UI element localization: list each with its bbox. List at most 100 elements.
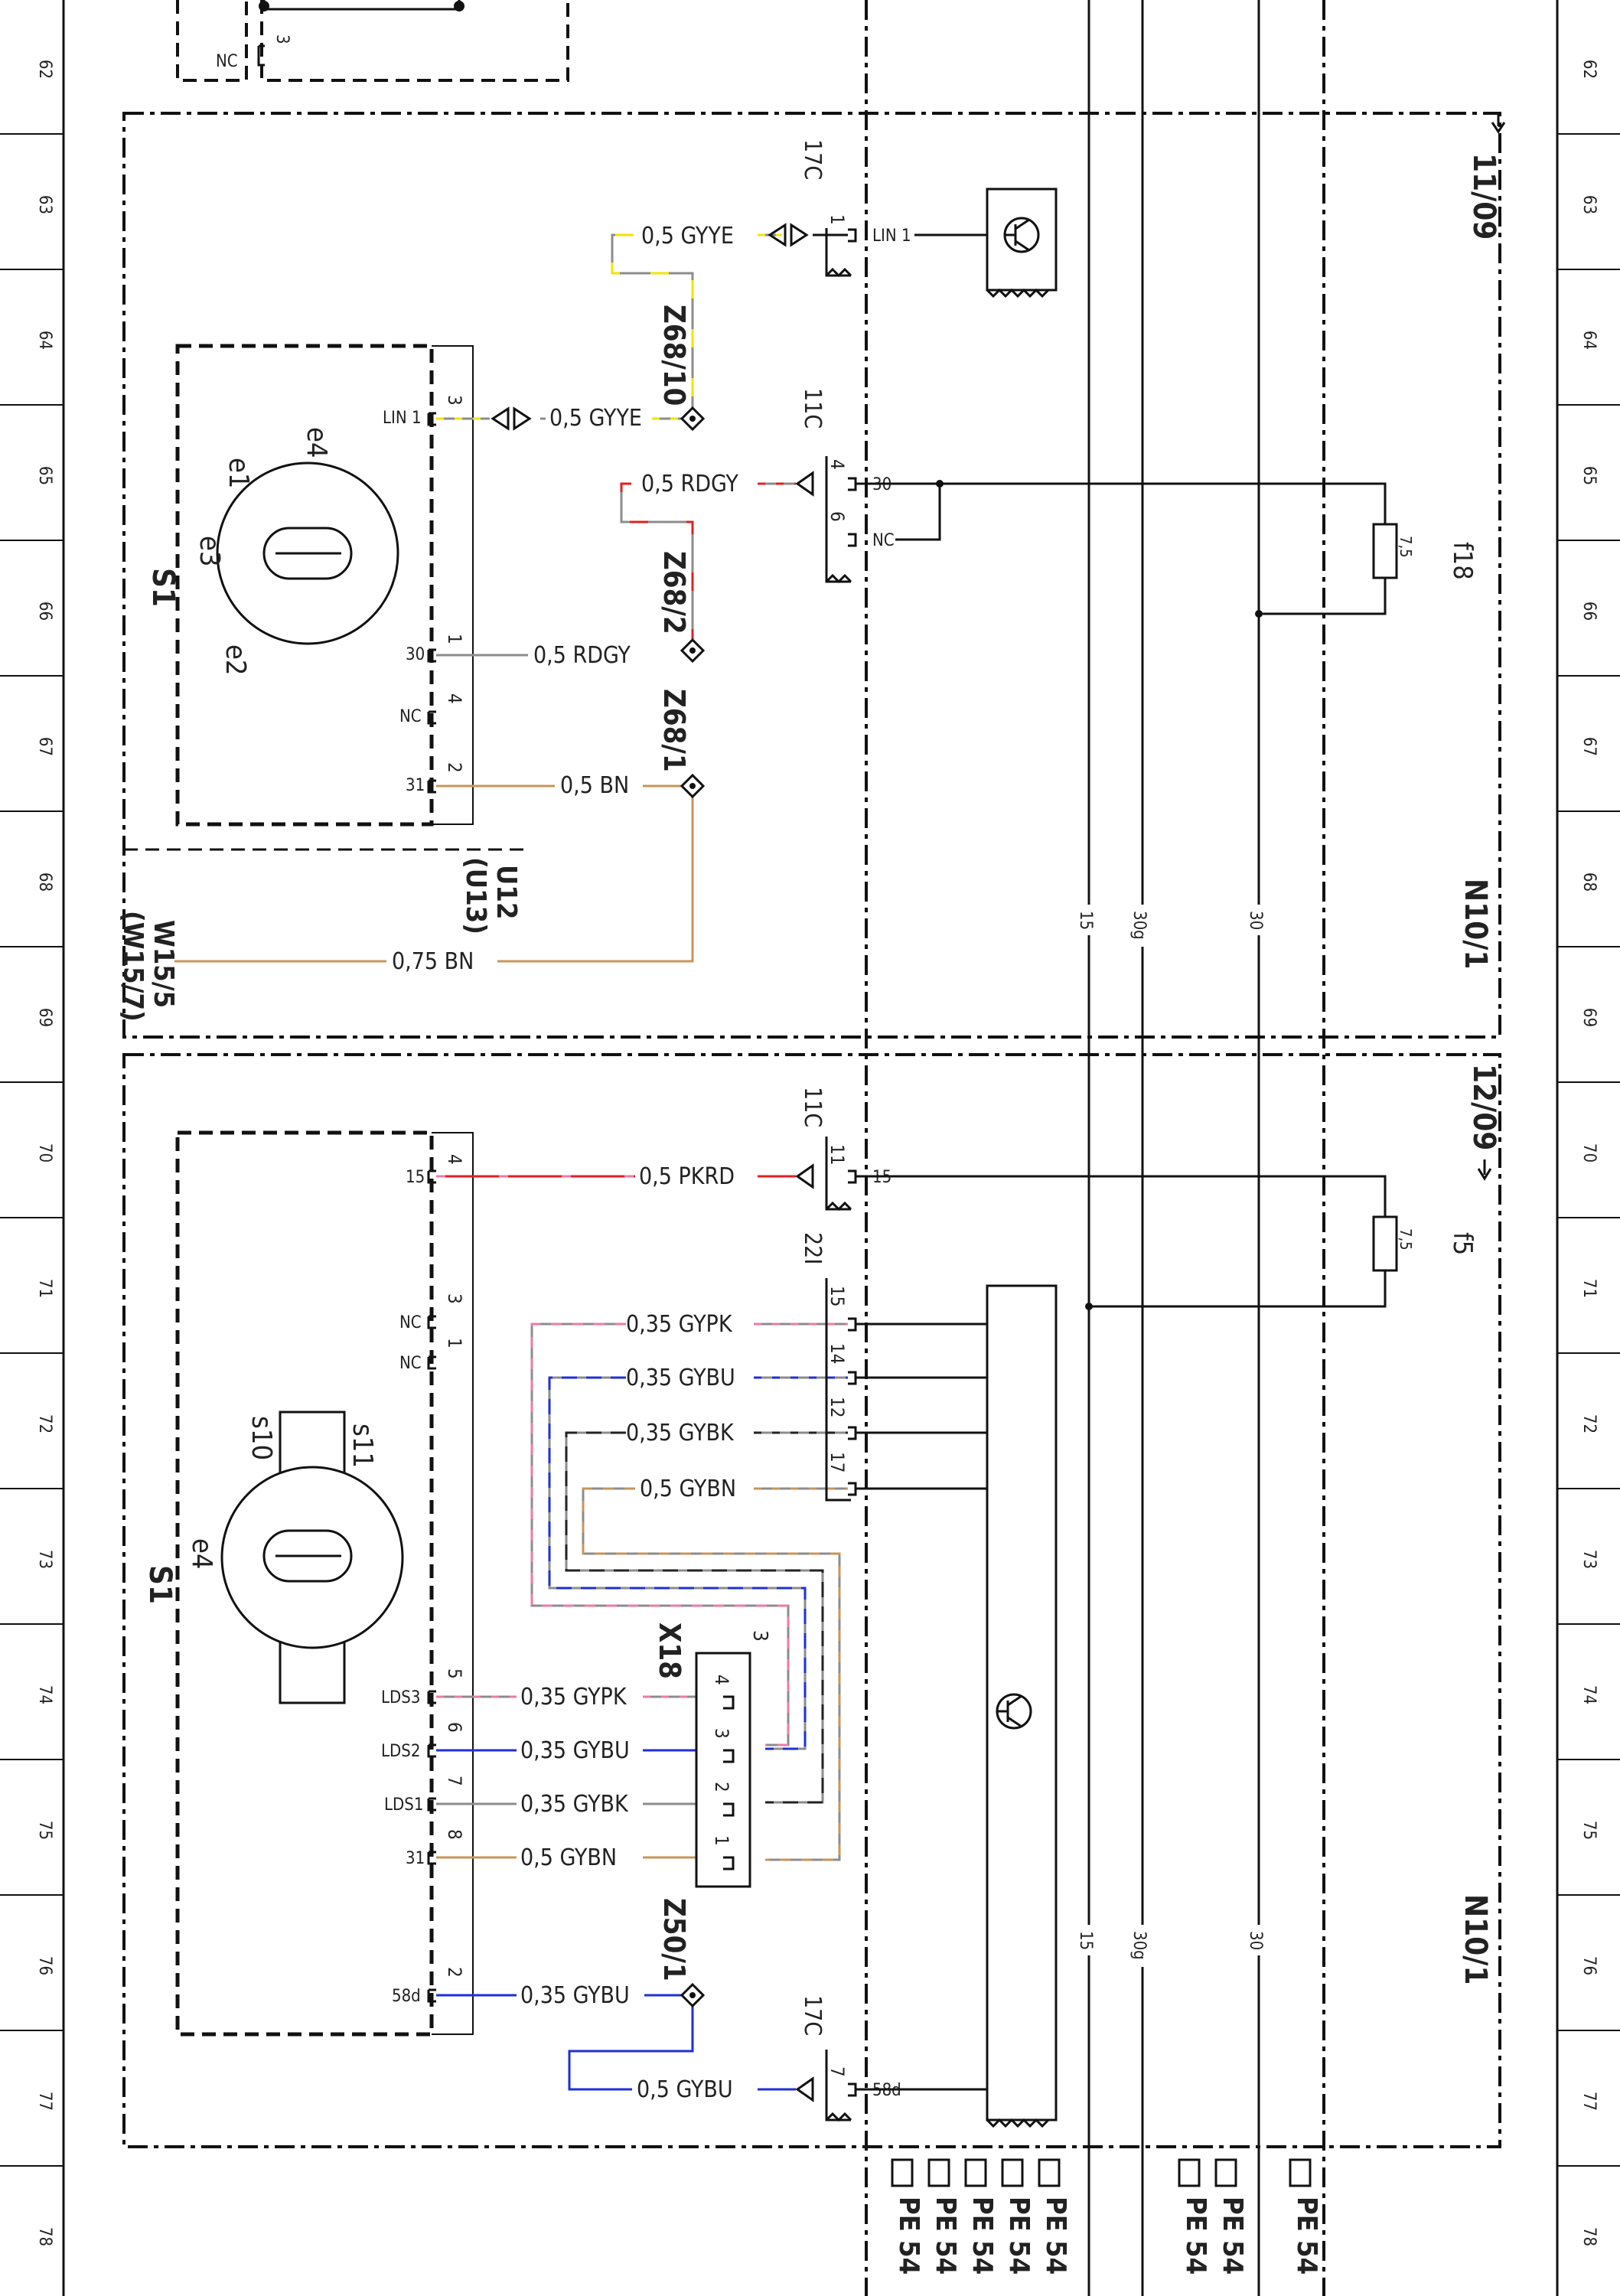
wire-label: 0,35 GYBU xyxy=(626,1365,735,1391)
upper-module-connectors xyxy=(825,228,857,584)
crossref-label: 11/09 xyxy=(1466,153,1501,240)
bus-label: 15 xyxy=(1076,911,1095,930)
hand-pointer-icon[interactable] xyxy=(1038,2158,1061,2187)
pe-reference[interactable]: PE 54 xyxy=(893,2197,924,2275)
pin-number: 3 xyxy=(444,1293,465,1304)
connector-label: LIN 1 xyxy=(872,227,911,246)
splice-label: Z68/1 xyxy=(657,689,691,772)
ruler-row-number: 67 xyxy=(35,737,54,756)
fuse-rating: 7,5 xyxy=(1397,536,1415,558)
connector-name: 17C xyxy=(799,139,826,180)
upper-block-frame xyxy=(122,112,1501,2148)
switch-position-label: e3 xyxy=(194,536,225,567)
hand-pointer-icon[interactable] xyxy=(927,2158,950,2187)
wire-label: 0,35 GYBK xyxy=(626,1420,735,1446)
switch-position-label: e4 xyxy=(301,427,332,458)
pin-label: NC xyxy=(399,1354,422,1373)
pin-label: NC xyxy=(399,707,422,726)
ground-label: (W15/7) xyxy=(117,911,148,1022)
connector-name: 11C xyxy=(799,388,826,429)
ruler-row-number: 63 xyxy=(1579,195,1599,214)
upper-inline-connectors xyxy=(491,223,814,497)
connector-pin: 6 xyxy=(826,511,848,522)
ruler-row-number: 74 xyxy=(35,1685,54,1704)
bus-label-bg xyxy=(1079,905,1269,1967)
connector-pin: 4 xyxy=(826,459,848,470)
splice-label: Z50/1 xyxy=(657,1898,691,1981)
pe-reference[interactable]: PE 54 xyxy=(1180,2197,1211,2275)
splice-label: Z68/2 xyxy=(657,551,691,634)
pin-label: 58d xyxy=(392,1987,421,2006)
ruler-row-number: 68 xyxy=(1579,872,1599,892)
lower-switch xyxy=(175,1130,474,2037)
hand-pointer-icon[interactable] xyxy=(1214,2158,1237,2187)
ruler-row-number: 65 xyxy=(35,466,54,485)
connector-name: X18 xyxy=(653,1623,686,1679)
bus-label: 15 xyxy=(1076,1931,1095,1950)
connector-pin: 4 xyxy=(711,1675,732,1685)
pin-label: 30 xyxy=(406,645,425,664)
splice-label: Z68/10 xyxy=(657,305,691,406)
pin-label: NC xyxy=(399,1313,422,1332)
pin-label: 31 xyxy=(406,1849,425,1868)
pin-number: 5 xyxy=(444,1668,465,1679)
ruler-row-number: 63 xyxy=(35,195,54,214)
x18-connector xyxy=(695,1652,751,1888)
pe-reference[interactable]: PE 54 xyxy=(1291,2197,1322,2275)
lower-internal-circuit xyxy=(856,1175,1398,2128)
ruler-row-number: 77 xyxy=(1579,2092,1599,2111)
ruler-row-number: 71 xyxy=(1579,1279,1599,1298)
hand-pointer-icon[interactable] xyxy=(891,2158,914,2187)
top-pin-number: 3 xyxy=(272,34,292,44)
ruler-row-number: 72 xyxy=(1579,1414,1599,1433)
connector-pin: 15 xyxy=(826,1286,848,1306)
hand-pointer-icon[interactable] xyxy=(1001,2158,1024,2187)
lower-module-connectors xyxy=(825,1137,857,2122)
ruler-row-number: 76 xyxy=(1579,1956,1599,1975)
pe-reference[interactable]: PE 54 xyxy=(930,2197,961,2275)
ruler-row-number: 77 xyxy=(35,2092,54,2111)
connector-pin: 7 xyxy=(826,2066,848,2077)
wire-label: 0,5 GYYE xyxy=(641,223,734,249)
hand-pointer-icon[interactable] xyxy=(1289,2158,1312,2187)
connector-pin: 3 xyxy=(748,1630,771,1642)
pin-label: 15 xyxy=(406,1168,425,1187)
pin-label: LDS1 xyxy=(384,1795,423,1815)
wire-label: 0,35 GYPK xyxy=(626,1311,733,1338)
connector-pin: 3 xyxy=(711,1728,732,1739)
connector-name: 17C xyxy=(799,1995,826,2036)
pin-number: 4 xyxy=(444,1154,465,1165)
pe-reference[interactable]: PE 54 xyxy=(1217,2197,1248,2275)
pin-number: 6 xyxy=(444,1722,465,1733)
bus-label: 30 xyxy=(1246,911,1265,930)
ruler-row-number: 75 xyxy=(35,1821,54,1840)
hand-pointer-icon[interactable] xyxy=(1178,2158,1201,2187)
pin-label: LDS3 xyxy=(381,1688,420,1707)
wire-label: 0,35 GYBU xyxy=(520,1737,630,1764)
pin-number: 1 xyxy=(444,1338,465,1349)
upper-wires xyxy=(174,233,848,963)
pin-number: 3 xyxy=(444,395,465,406)
wire-label: 0,5 PKRD xyxy=(639,1163,735,1190)
connector-pin: 11 xyxy=(826,1144,848,1165)
ruler-row-number: 75 xyxy=(1579,1821,1599,1840)
splice-dot xyxy=(689,1992,696,1998)
pe-reference[interactable]: PE 54 xyxy=(966,2197,998,2275)
ruler-row-number: 74 xyxy=(1579,1685,1599,1704)
ruler-row-number: 62 xyxy=(35,60,54,79)
upper-switch-pins xyxy=(427,412,436,794)
bus-label: 30g xyxy=(1129,911,1149,940)
pin-label: LIN 1 xyxy=(383,409,422,428)
wire-label: 0,5 GYYE xyxy=(549,405,642,432)
pe-reference[interactable]: PE 54 xyxy=(1040,2197,1071,2275)
pe-reference[interactable]: PE 54 xyxy=(1003,2197,1035,2275)
junction-dot xyxy=(1255,610,1263,618)
wire-label: 0,5 GYBN xyxy=(640,1476,736,1502)
top-nc-label: NC xyxy=(216,52,238,71)
top-fragment xyxy=(176,0,569,82)
hand-pointer-icon[interactable] xyxy=(964,2158,987,2187)
fuse-rating: 7,5 xyxy=(1397,1228,1415,1251)
transistor-icon xyxy=(1003,217,1040,253)
